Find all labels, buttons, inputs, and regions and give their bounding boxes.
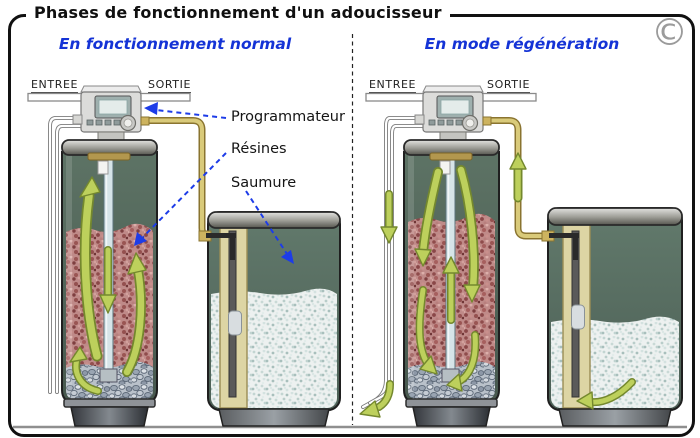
brine-tank-lid-normal	[207, 211, 341, 229]
panel-regeneration	[359, 85, 683, 427]
outlet-label-regen: SORTIE	[487, 78, 530, 93]
callout-resines: Résines	[231, 141, 287, 157]
tank-base-flange-regen	[405, 398, 498, 408]
callout-arrows	[142, 109, 288, 255]
tank-pedestal-normal	[70, 406, 149, 427]
control-valve-regen	[414, 85, 492, 143]
control-valve-normal	[72, 85, 150, 143]
callout-saumure: Saumure	[231, 175, 297, 191]
brine-tank-base-regen	[558, 408, 672, 427]
brine-tank-base-normal	[218, 408, 330, 427]
tank-pedestal-regen	[412, 406, 491, 427]
brine-tank-lid-regen	[547, 207, 683, 226]
drain-pipes-normal	[48, 116, 84, 394]
tank-base-flange-normal	[63, 398, 156, 408]
brine-tank-regen	[541, 207, 683, 427]
inlet-label-normal: ENTREE	[31, 78, 79, 93]
page-title: Phases de fonctionnement d'un adoucisseu…	[26, 3, 450, 22]
flow-arrows-regen	[359, 152, 636, 418]
callout-arrowhead-programmateur	[144, 102, 158, 115]
copyright-mark: ©	[651, 11, 688, 54]
callout-arrowhead-resines	[134, 232, 147, 246]
panel-header-regeneration: En mode régénération	[424, 35, 620, 53]
callout-arrowhead-saumure	[281, 250, 294, 264]
outlet-label-normal: SORTIE	[148, 78, 191, 93]
inlet-label-regen: ENTREE	[369, 78, 417, 93]
flow-arrows-normal	[69, 176, 147, 395]
valve-buttons	[86, 119, 121, 126]
brine-tank-normal	[198, 211, 341, 427]
callout-programmateur: Programmateur	[231, 109, 345, 125]
panel-normal-operation	[27, 85, 341, 427]
panel-header-normal: En fonctionnement normal	[58, 35, 292, 53]
